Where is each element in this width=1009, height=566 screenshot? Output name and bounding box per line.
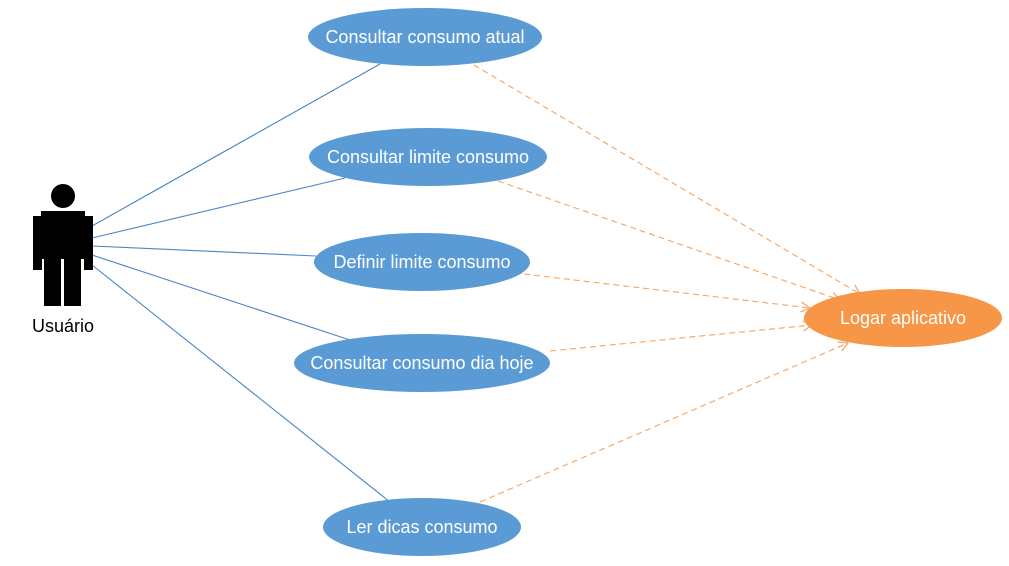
actor-left-arm xyxy=(33,216,42,270)
actor-left-leg xyxy=(44,257,61,306)
login-ellipse xyxy=(804,289,1002,347)
use-case-label: Ler dicas consumo xyxy=(346,517,497,537)
use-case-ellipse xyxy=(309,128,547,186)
dependency-lines xyxy=(473,64,862,503)
dependency-uc1 xyxy=(473,64,862,295)
association-uc1 xyxy=(91,63,381,227)
association-lines xyxy=(91,63,391,503)
use-case-ellipse xyxy=(323,498,521,556)
actor-head xyxy=(51,184,75,208)
association-uc4 xyxy=(91,254,351,341)
use-case-label: Consultar consumo dia hoje xyxy=(310,353,533,373)
use-case-consultar-limite-consumo[interactable]: Consultar limite consumo xyxy=(309,128,547,186)
use-case-logar-aplicativo[interactable]: Logar aplicativo xyxy=(804,289,1002,347)
use-case-label: Consultar consumo atual xyxy=(325,27,524,47)
use-case-ellipse xyxy=(314,233,530,291)
association-uc3 xyxy=(91,245,317,257)
use-case-consultar-consumo-dia-hoje[interactable]: Consultar consumo dia hoje xyxy=(294,334,550,392)
dependency-uc2 xyxy=(497,180,842,303)
actor-torso xyxy=(41,211,85,259)
dependency-uc4 xyxy=(549,320,814,352)
dependency-uc3 xyxy=(523,273,812,313)
use-case-label: Consultar limite consumo xyxy=(327,147,529,167)
actor-right-arm xyxy=(84,216,93,270)
actor-icon xyxy=(33,184,93,306)
actor-right-leg xyxy=(64,257,81,306)
dependency-uc5 xyxy=(479,341,850,503)
use-case-ellipse xyxy=(308,8,542,66)
use-case-label: Definir limite consumo xyxy=(333,252,510,272)
use-case-ellipse xyxy=(294,334,550,392)
actor-label: Usuário xyxy=(32,316,94,336)
use-case-consultar-consumo-atual[interactable]: Consultar consumo atual xyxy=(308,8,542,66)
use-case-ler-dicas-consumo[interactable]: Ler dicas consumo xyxy=(323,498,521,556)
login-label: Logar aplicativo xyxy=(840,308,966,328)
use-case-definir-limite-consumo[interactable]: Definir limite consumo xyxy=(314,233,530,291)
association-uc2 xyxy=(91,177,346,239)
association-uc5 xyxy=(91,264,391,503)
